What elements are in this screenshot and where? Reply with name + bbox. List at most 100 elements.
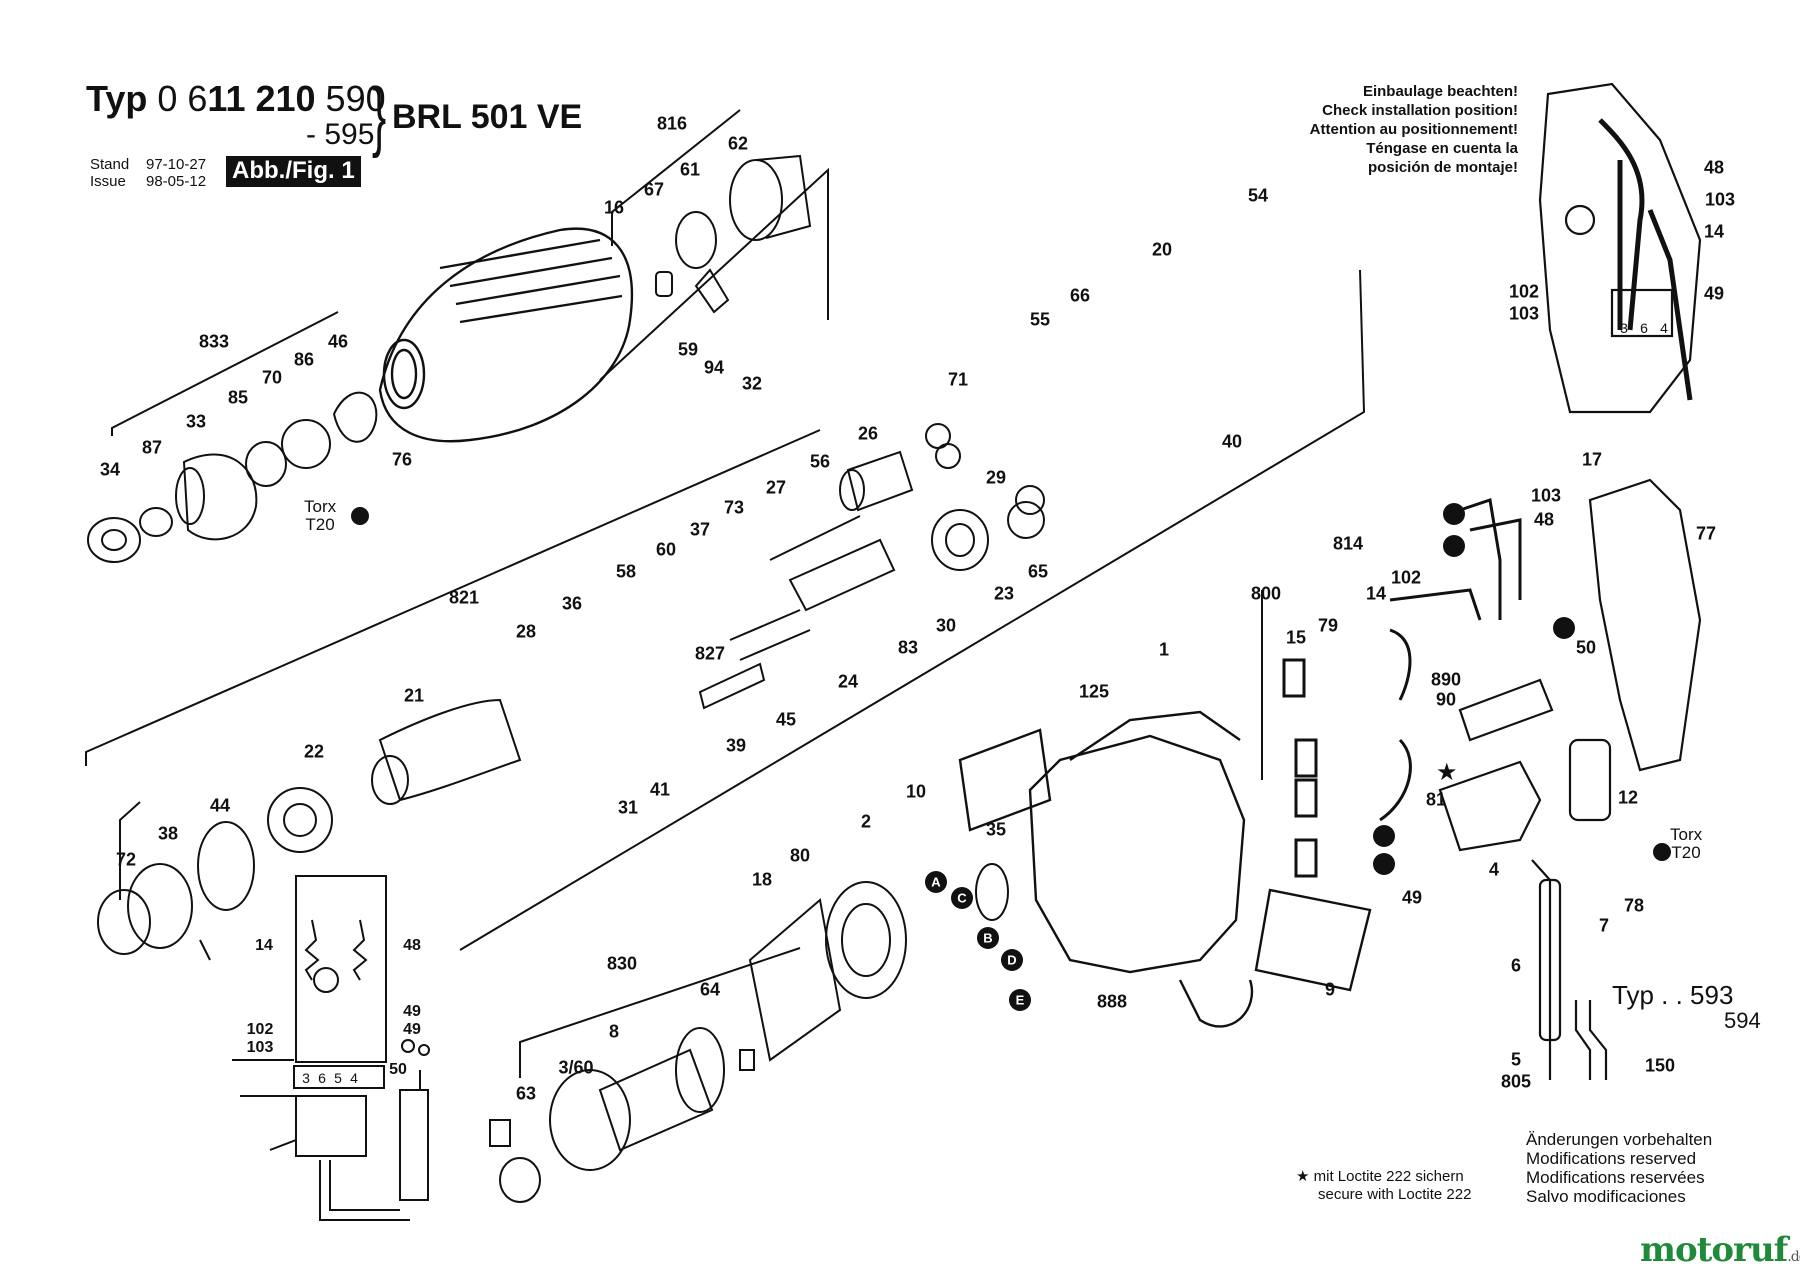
part-label: 22 bbox=[303, 741, 325, 762]
brace-glyph: } bbox=[371, 71, 387, 159]
changes-line: Modifications reservées bbox=[1526, 1168, 1705, 1187]
part-label: 83 bbox=[897, 637, 919, 658]
part-label: 45 bbox=[775, 709, 797, 730]
issue-label: Issue bbox=[90, 173, 126, 190]
part-label: 55 bbox=[1029, 309, 1051, 330]
variant-code-2: 594 bbox=[1724, 1008, 1761, 1033]
motor-housing-drawing bbox=[958, 710, 1372, 1028]
wiring-label: 102 bbox=[1508, 281, 1540, 302]
part-label: 9 bbox=[1324, 979, 1336, 1000]
part-label: 816 bbox=[656, 113, 688, 134]
marker-letter: A bbox=[931, 874, 941, 890]
frame-line bbox=[111, 311, 339, 436]
gear-shaft-drawing bbox=[97, 698, 522, 961]
changes-line: Änderungen vorbehalten bbox=[1526, 1130, 1713, 1149]
part-label: 36 bbox=[561, 593, 583, 614]
install-note-line: Téngase en cuenta la bbox=[1366, 140, 1518, 157]
part-label: 72 bbox=[115, 849, 137, 870]
part-label: 102 bbox=[1390, 567, 1422, 588]
part-label: 35 bbox=[985, 819, 1007, 840]
part-label: 821 bbox=[448, 587, 480, 608]
wiring-schematic-drawing bbox=[232, 875, 430, 1221]
frame-line bbox=[599, 167, 829, 381]
part-label: 1 bbox=[1158, 639, 1170, 660]
part-label: 14 bbox=[1365, 583, 1387, 604]
changes-line: Salvo modificaciones bbox=[1526, 1187, 1686, 1206]
loctite-note: ★ mit Loctite 222 sichern secure with Lo… bbox=[1296, 1168, 1471, 1204]
torx-label-left: Torx T20 bbox=[304, 498, 336, 534]
part-label: 890 bbox=[1430, 669, 1462, 690]
modifications-note: Änderungen vorbehalten Modifications res… bbox=[1526, 1130, 1712, 1206]
part-label: 54 bbox=[1247, 185, 1269, 206]
chuck-parts-drawing bbox=[87, 391, 378, 563]
part-label: 21 bbox=[403, 685, 425, 706]
torx-icon-left bbox=[351, 507, 369, 525]
typ-number-main: 11 210 bbox=[207, 78, 316, 119]
connector-markers bbox=[925, 503, 1575, 1011]
connector-number: 6 bbox=[1640, 320, 1648, 336]
stand-label: Stand bbox=[90, 156, 130, 173]
marker-c-2 bbox=[1373, 825, 1395, 847]
part-label: 34 bbox=[99, 459, 121, 480]
schematic-label: 14 bbox=[255, 937, 273, 954]
loctite-line: secure with Loctite 222 bbox=[1318, 1186, 1472, 1203]
part-label: 50 bbox=[1575, 637, 1597, 658]
variant-typ: Typ . . bbox=[1612, 980, 1683, 1010]
stand-issue-dates: 97-10-27 98-05-12 bbox=[146, 156, 206, 190]
part-label: 61 bbox=[679, 159, 701, 180]
schematic-label: 102 bbox=[246, 1021, 274, 1038]
type-number: Typ 0 611 210 590 bbox=[86, 78, 386, 120]
wiring-label: 48 bbox=[1703, 157, 1725, 178]
part-label: 66 bbox=[1069, 285, 1091, 306]
installation-note: Einbaulage beachten! Check installation … bbox=[1310, 82, 1518, 177]
part-label: 18 bbox=[751, 869, 773, 890]
part-label: 77 bbox=[1695, 523, 1717, 544]
part-label: 81 bbox=[1425, 789, 1447, 810]
part-label: 30 bbox=[935, 615, 957, 636]
part-label: 27 bbox=[765, 477, 787, 498]
part-label: 7 bbox=[1598, 915, 1610, 936]
part-label: 64 bbox=[699, 979, 721, 1000]
marker-letter: C bbox=[957, 890, 967, 906]
figure-badge: Abb./Fig. 1 bbox=[226, 156, 361, 187]
part-label: 85 bbox=[227, 387, 249, 408]
schematic-label: 49 bbox=[403, 1021, 421, 1038]
part-label: 94 bbox=[703, 357, 725, 378]
wiring-label: 103 bbox=[1508, 303, 1540, 324]
part-label: 49 bbox=[1401, 887, 1423, 908]
part-label: 125 bbox=[1078, 681, 1110, 702]
part-label: 80 bbox=[789, 845, 811, 866]
marker-b bbox=[977, 927, 999, 949]
variant-label: Typ . . 593 bbox=[1612, 980, 1733, 1011]
marker-letter: B bbox=[983, 930, 993, 946]
wiring-detail-drawing bbox=[1538, 82, 1702, 414]
marker-a bbox=[925, 871, 947, 893]
schematic-terminal: 6 bbox=[318, 1070, 326, 1086]
part-label: 12 bbox=[1617, 787, 1639, 808]
part-label: 37 bbox=[689, 519, 711, 540]
part-label: 62 bbox=[727, 133, 749, 154]
typ-label: Typ bbox=[86, 78, 148, 119]
part-label: 73 bbox=[723, 497, 745, 518]
part-label: 10 bbox=[905, 781, 927, 802]
part-label: 103 bbox=[1530, 485, 1562, 506]
part-label: 71 bbox=[947, 369, 969, 390]
part-label: 33 bbox=[185, 411, 207, 432]
typ-number-prefix: 0 6 bbox=[157, 78, 208, 119]
variant-code-1: 593 bbox=[1690, 980, 1734, 1010]
schematic-terminal: 4 bbox=[350, 1070, 358, 1086]
typ-suffix-range: - 595 bbox=[306, 118, 375, 151]
install-note-line: Einbaulage beachten! bbox=[1362, 83, 1518, 100]
part-label: 39 bbox=[725, 735, 747, 756]
bearing-group-drawing bbox=[655, 154, 812, 314]
torx-label-right: Torx T20 bbox=[1670, 826, 1702, 862]
wiring-label: 49 bbox=[1703, 283, 1725, 304]
install-note-line: Check installation position! bbox=[1322, 102, 1518, 119]
schematic-terminal: 5 bbox=[334, 1070, 342, 1086]
part-label: 17 bbox=[1581, 449, 1603, 470]
part-label: 26 bbox=[857, 423, 879, 444]
marker-letter: D bbox=[1007, 952, 1017, 968]
part-label: 44 bbox=[209, 795, 231, 816]
part-label: 15 bbox=[1285, 627, 1307, 648]
